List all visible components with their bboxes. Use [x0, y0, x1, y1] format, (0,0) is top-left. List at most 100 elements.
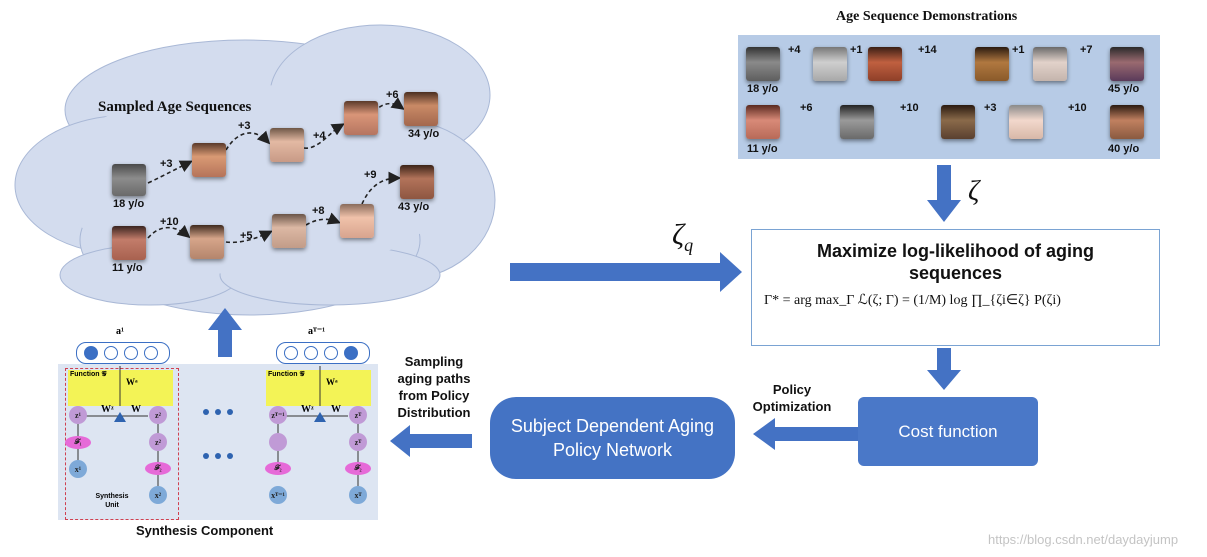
action-a1-dot-3	[124, 346, 138, 360]
action-a1-dot-4	[144, 346, 158, 360]
demo-seq1-face-4	[975, 47, 1009, 81]
function-g-right-bg	[266, 370, 371, 406]
demo-seq2-face-1	[746, 105, 780, 139]
cloud-seq2-delta-4: +9	[364, 169, 377, 181]
node-xT-1: xᵀ⁻¹	[269, 486, 287, 504]
action-aT-dot-1	[284, 346, 298, 360]
zeta-q-symbol: ζq	[672, 218, 694, 255]
arrow-cost-to-policy	[753, 418, 858, 450]
w-right-label: W	[331, 404, 341, 415]
cloud-title: Sampled Age Sequences	[98, 99, 252, 115]
arrow-synthesis-up	[208, 308, 242, 357]
demo-seq2-face-4	[1009, 105, 1043, 139]
function-g-left-label: Function 𝒢	[70, 371, 107, 378]
w-left-label: W	[131, 404, 141, 415]
cloud-seq1-age-start: 18 y/o	[113, 198, 145, 210]
cloud-seq2-paths	[147, 171, 402, 244]
action-aT-dot-4	[344, 346, 358, 360]
cloud-seq2-delta-1: +10	[160, 216, 179, 228]
cloud-seq2-delta-3: +8	[312, 205, 325, 217]
cloud-seq2-age-end: 43 y/o	[398, 201, 430, 213]
cost-function-box: Cost function	[858, 397, 1038, 466]
demos-panel	[738, 35, 1160, 159]
demo-seq2-delta-1: +6	[800, 102, 813, 114]
arrow-zeta-q	[510, 252, 742, 292]
zeta-symbol: ζ	[968, 176, 980, 207]
demo-seq2-face-5	[1110, 105, 1144, 139]
node-z2: z²	[149, 406, 167, 424]
node-f1: 𝓕₁	[65, 436, 91, 449]
node-fT-1: 𝓕₂	[265, 462, 291, 475]
node-xT: xᵀ	[349, 486, 367, 504]
demo-seq1-delta-1: +4	[788, 44, 801, 56]
cloud-seq2-delta-2: +5	[240, 230, 253, 242]
cloud-seq1-face-3	[270, 128, 304, 162]
objective-title: Maximize log-likelihood of aging sequenc…	[816, 241, 1094, 283]
cloud-seq2-face-2	[190, 225, 224, 259]
arrow-to-cost	[927, 348, 961, 390]
demo-seq2-delta-4: +10	[1068, 102, 1087, 114]
cloud-seq2-face-4	[340, 204, 374, 238]
synthesis-unit-label: Synthesis Unit	[95, 493, 129, 509]
demo-seq1-face-3	[868, 47, 902, 81]
cloud-seq2-face-1	[112, 226, 146, 260]
function-g-right-label: Function 𝒢	[268, 371, 305, 378]
node-z1: z¹	[69, 406, 87, 424]
node-x1: x¹	[69, 460, 87, 478]
demo-seq1-face-6	[1110, 47, 1144, 81]
wz-right-label: Wᶻ	[301, 404, 314, 415]
demo-seq1-delta-5: +7	[1080, 44, 1093, 56]
demo-seq2-delta-2: +10	[900, 102, 919, 114]
action-a1-label: a¹	[116, 326, 124, 337]
cloud-seq1-delta-1: +3	[160, 158, 173, 170]
cloud-seq1-age-end: 34 y/o	[408, 128, 440, 140]
demo-seq2-face-2	[840, 105, 874, 139]
cloud-seq1-face-1	[112, 164, 146, 196]
cloud-seq2-face-5	[400, 165, 434, 199]
watermark: https://blog.csdn.net/daydayjump	[988, 532, 1179, 547]
cloud-seq2-age-start: 11 y/o	[112, 262, 143, 274]
demo-seq1-face-5	[1033, 47, 1067, 81]
demo-seq1-delta-4: +1	[1012, 44, 1025, 56]
cloud-seq1-delta-2: +3	[238, 120, 251, 132]
policy-optimization-label: Policy Optimization	[752, 382, 832, 414]
node-f2: 𝓕₂	[145, 462, 171, 475]
wz-left-label: Wᶻ	[101, 404, 114, 415]
cloud-seq1-delta-4: +6	[386, 89, 399, 101]
cloud-seq1-face-5	[404, 92, 438, 126]
action-a1-dot-2	[104, 346, 118, 360]
action-aT-label: aᵀ⁻¹	[308, 326, 326, 337]
demo-seq1-age-end: 45 y/o	[1108, 83, 1140, 95]
node-zT-1b	[269, 433, 287, 451]
demo-seq2-age-start: 11 y/o	[747, 143, 778, 155]
demo-seq1-delta-3: +14	[918, 44, 937, 56]
action-aT-dot-2	[304, 346, 318, 360]
demo-seq1-face-2	[813, 47, 847, 81]
node-zT: zᵀ	[349, 406, 367, 424]
node-x2: x²	[149, 486, 167, 504]
policy-network-box: Subject Dependent Aging Policy Network	[490, 397, 735, 479]
cloud-seq2-face-3	[272, 214, 306, 248]
demo-seq1-delta-2: +1	[850, 44, 863, 56]
wa-right-label: Wᵃ	[326, 377, 338, 387]
demo-seq2-delta-3: +3	[984, 102, 997, 114]
cloud-seq1-face-2	[192, 143, 226, 177]
cloud-seq1-delta-3: +4	[313, 130, 326, 142]
cloud-seq1-face-4	[344, 101, 378, 135]
action-aT-dot-3	[324, 346, 338, 360]
demo-seq1-age-start: 18 y/o	[747, 83, 779, 95]
node-fT: 𝓕₂	[345, 462, 371, 475]
objective-formula: Γ* = arg max_Γ ℒ(ζ; Γ) = (1/M) log ∏_{ζi…	[764, 293, 1061, 308]
node-zTb: zᵀ	[349, 433, 367, 451]
node-zT-1: zᵀ⁻¹	[269, 406, 287, 424]
wa-left-label: Wᵃ	[126, 377, 138, 387]
synthesis-title: Synthesis Component	[136, 523, 274, 538]
arrow-zeta-down	[927, 165, 961, 222]
node-z2b: z²	[149, 433, 167, 451]
arrow-policy-to-synthesis	[390, 425, 472, 457]
demos-title: Age Sequence Demonstrations	[836, 9, 1018, 24]
demo-seq1-face-1	[746, 47, 780, 81]
demo-seq2-age-end: 40 y/o	[1108, 143, 1140, 155]
sampling-label: Sampling aging paths from Policy Distrib…	[397, 354, 471, 420]
objective-box: Maximize log-likelihood of aging sequenc…	[751, 229, 1160, 346]
